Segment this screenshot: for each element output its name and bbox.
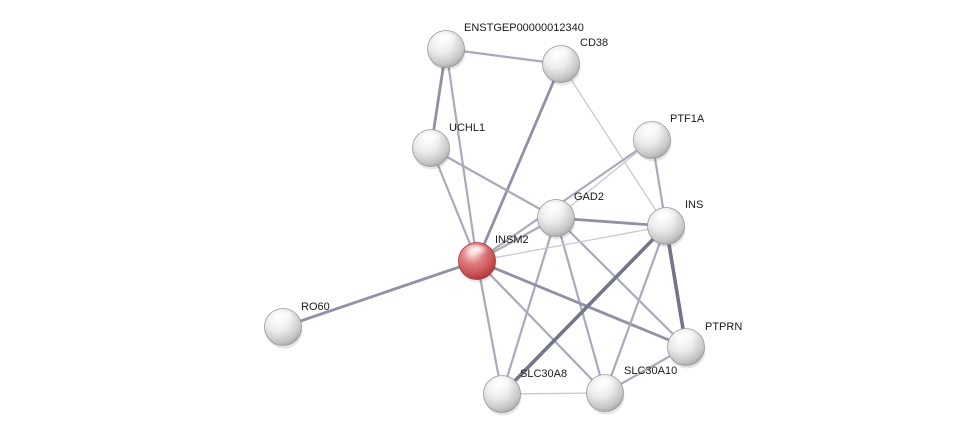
edge-gad2-slc30a8 bbox=[500, 216, 558, 396]
edge-enstgep00000012340-insm2 bbox=[444, 47, 479, 263]
edge-uchl1-gad2 bbox=[429, 146, 558, 220]
node-highlight bbox=[674, 331, 698, 346]
node-highlight bbox=[419, 132, 443, 147]
edge-uchl1-insm2 bbox=[429, 146, 479, 263]
node-label-ins: INS bbox=[685, 199, 703, 211]
node-highlight bbox=[654, 210, 678, 225]
node-slc30a8[interactable]: SLC30A8 bbox=[483, 368, 568, 416]
edge-ins-slc30a10 bbox=[603, 224, 668, 395]
node-enstgep00000012340[interactable]: ENSTGEP00000012340 bbox=[427, 22, 584, 71]
node-highlight bbox=[549, 48, 573, 63]
edge-cd38-insm2 bbox=[475, 62, 563, 263]
node-label-cd38: CD38 bbox=[580, 37, 608, 49]
node-label-uchl1: UCHL1 bbox=[449, 122, 485, 134]
node-ins[interactable]: INS bbox=[647, 199, 704, 248]
node-label-gad2: GAD2 bbox=[574, 191, 604, 203]
edges-layer bbox=[281, 47, 688, 396]
node-insm2[interactable]: INSM2 bbox=[458, 234, 529, 283]
node-ro60[interactable]: RO60 bbox=[264, 301, 330, 349]
node-highlight bbox=[593, 377, 617, 392]
node-label-slc30a10: SLC30A10 bbox=[624, 365, 677, 377]
edge-insm2-slc30a8 bbox=[475, 259, 504, 396]
node-highlight bbox=[271, 311, 295, 326]
node-highlight bbox=[465, 245, 489, 260]
node-ptprn[interactable]: PTPRN bbox=[667, 321, 743, 369]
node-label-ptprn: PTPRN bbox=[705, 321, 742, 333]
node-slc30a10[interactable]: SLC30A10 bbox=[586, 365, 678, 415]
node-cd38[interactable]: CD38 bbox=[542, 37, 609, 86]
edge-insm2-slc30a10 bbox=[475, 259, 607, 395]
edge-insm2-ro60 bbox=[281, 259, 479, 329]
edge-enstgep00000012340-cd38 bbox=[444, 47, 563, 66]
edge-gad2-ptprn bbox=[554, 216, 688, 349]
node-label-insm2: INSM2 bbox=[495, 234, 529, 246]
node-highlight bbox=[544, 202, 568, 217]
node-label-slc30a8: SLC30A8 bbox=[520, 368, 567, 380]
node-highlight bbox=[434, 33, 458, 48]
edge-insm2-ins bbox=[476, 225, 667, 262]
node-label-enstgep00000012340: ENSTGEP00000012340 bbox=[464, 22, 584, 34]
node-label-ptf1a: PTF1A bbox=[670, 113, 705, 125]
node-gad2[interactable]: GAD2 bbox=[537, 191, 604, 240]
edge-gad2-slc30a10 bbox=[554, 216, 607, 395]
node-ptf1a[interactable]: PTF1A bbox=[633, 113, 705, 162]
edge-ptf1a-insm2 bbox=[475, 138, 654, 263]
node-label-ro60: RO60 bbox=[301, 301, 330, 313]
edge-ins-slc30a8 bbox=[500, 224, 668, 396]
node-uchl1[interactable]: UCHL1 bbox=[412, 122, 486, 170]
edge-ptf1a-gad2 bbox=[555, 139, 653, 219]
edge-cd38-ins bbox=[560, 63, 667, 227]
edge-insm2-ptprn bbox=[475, 259, 688, 349]
edge-ins-ptprn bbox=[664, 224, 688, 349]
node-highlight bbox=[640, 124, 664, 139]
node-highlight bbox=[490, 378, 514, 393]
